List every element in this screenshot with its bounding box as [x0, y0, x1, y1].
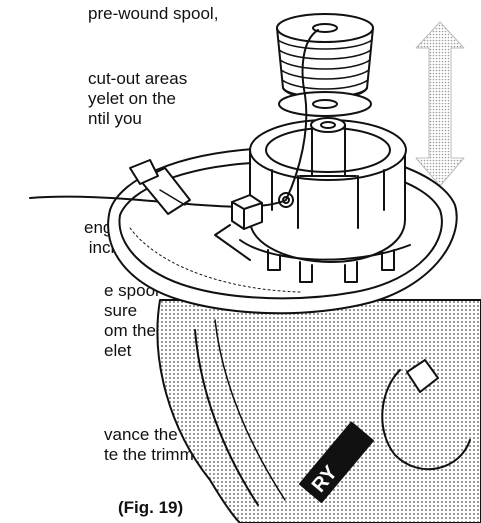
instruction-line-3: yelet on the — [88, 89, 176, 108]
instruction-line-11: vance the — [104, 425, 178, 444]
trimmer-handle — [156, 299, 481, 523]
instruction-line-10: elet — [104, 341, 132, 360]
trim-line-loop — [381, 369, 471, 471]
instruction-line-8: sure — [104, 301, 138, 320]
instruction-line-9: om the — [104, 321, 156, 340]
trim-line — [29, 29, 319, 208]
instruction-line-2: cut-out areas — [88, 69, 188, 88]
instruction-line-4: ntil you — [88, 109, 142, 128]
prewound-spool — [276, 13, 374, 117]
instruction-line-1: pre-wound spool, — [88, 4, 219, 23]
spool-hub — [249, 149, 406, 263]
double-arrow-icon — [415, 21, 465, 187]
figure-label: (Fig. 19) — [118, 498, 184, 517]
